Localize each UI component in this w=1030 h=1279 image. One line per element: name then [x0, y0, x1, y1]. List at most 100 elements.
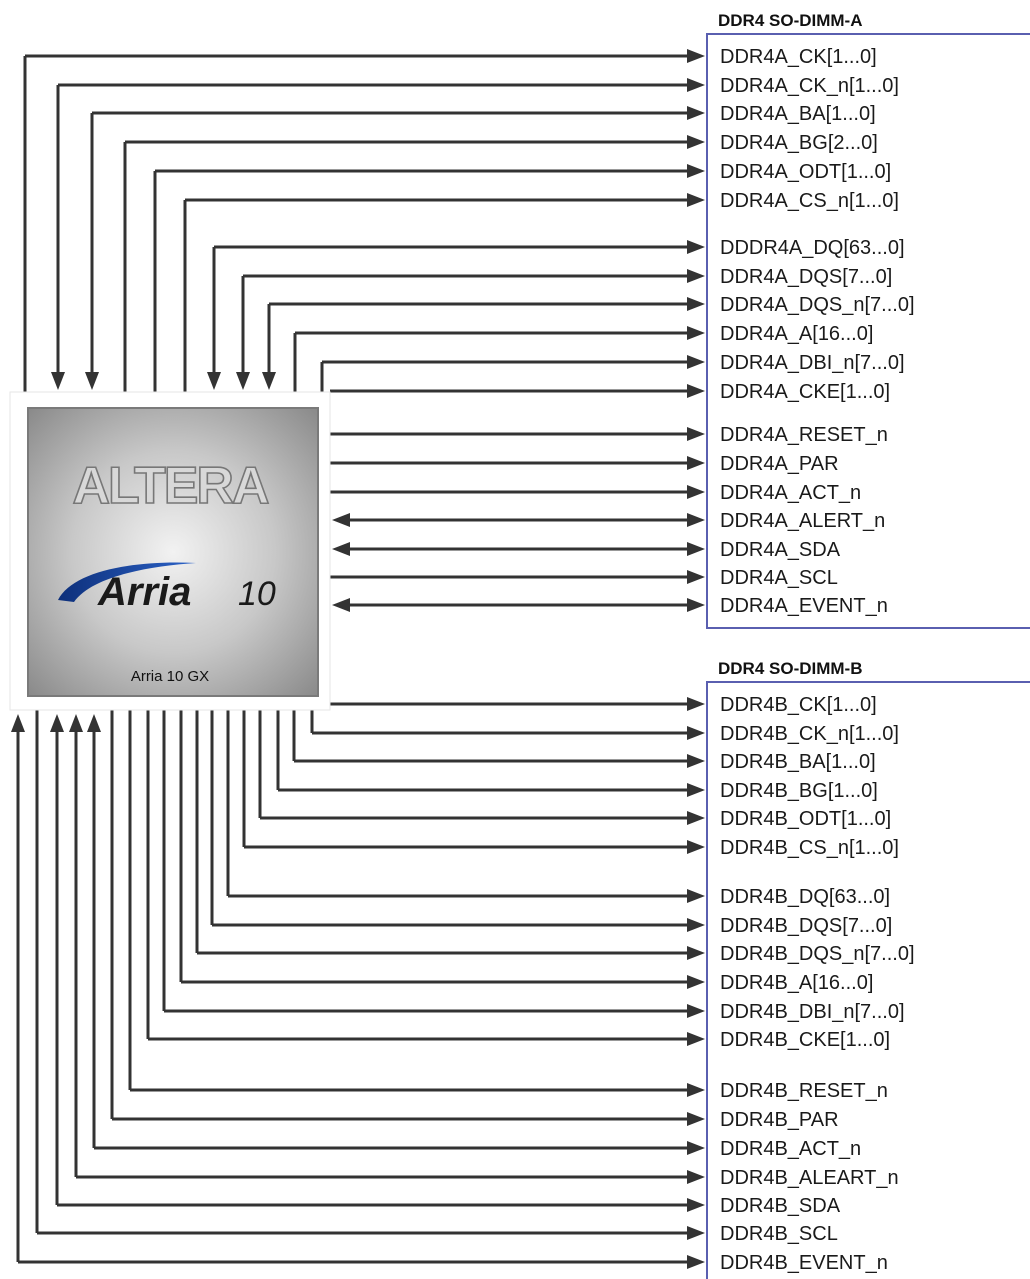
arrow-right-icon — [687, 355, 705, 369]
arrow-down-icon — [85, 372, 99, 390]
arrow-right-icon — [687, 78, 705, 92]
arrow-right-icon — [687, 49, 705, 63]
arrow-left-icon — [332, 598, 350, 612]
arrow-right-icon — [687, 946, 705, 960]
dimm_b-signal-label: DDR4B_SDA — [720, 1195, 841, 1217]
arrow-right-icon — [687, 513, 705, 527]
dimm_b-signal-label: DDR4B_CK[1...0] — [720, 694, 877, 716]
arrow-right-icon — [687, 193, 705, 207]
arrow-right-icon — [687, 1112, 705, 1126]
arrow-right-icon — [687, 840, 705, 854]
arrow-right-icon — [687, 697, 705, 711]
arrow-right-icon — [687, 456, 705, 470]
arrow-right-icon — [687, 542, 705, 556]
dimm_a-signal-label: DDDR4A_DQ[63...0] — [720, 237, 905, 259]
arrow-right-icon — [687, 598, 705, 612]
dimm_b-signal-label: DDR4B_CKE[1...0] — [720, 1029, 890, 1051]
arrow-right-icon — [687, 726, 705, 740]
arrow-left-icon — [332, 513, 350, 527]
arrow-right-icon — [687, 1141, 705, 1155]
arria-number: 10 — [238, 575, 276, 613]
dimm_b-signal-label: DDR4B_ALEART_n — [720, 1167, 899, 1189]
dimm_a-signal-label: DDR4A_EVENT_n — [720, 595, 888, 617]
arrow-right-icon — [687, 1226, 705, 1240]
dimm-b-block: DDR4 SO-DIMM-B — [706, 659, 1030, 1279]
chip-label: Arria 10 GX — [131, 668, 209, 685]
dimm_a-signal-label: DDR4A_PAR — [720, 453, 839, 475]
dimm_a-signal-label: DDR4A_ACT_n — [720, 482, 861, 504]
arrow-right-icon — [687, 427, 705, 441]
arrow-right-icon — [687, 135, 705, 149]
arrow-up-icon — [50, 714, 64, 732]
dimm_a-signal-label: DDR4A_A[16...0] — [720, 323, 873, 345]
arrow-right-icon — [687, 754, 705, 768]
arrow-right-icon — [687, 783, 705, 797]
dimm_a-signal-label: DDR4A_SCL — [720, 567, 838, 589]
dimm_a-signal-label: DDR4A_BA[1...0] — [720, 103, 876, 125]
arrow-right-icon — [687, 1032, 705, 1046]
arrow-right-icon — [687, 240, 705, 254]
arrow-down-icon — [262, 372, 276, 390]
arrow-right-icon — [687, 975, 705, 989]
dimm-b-signal-list: DDR4B_CK[1...0] DDR4B_CK_n[1...0] DDR4B_BA… — [720, 694, 915, 1274]
dimm_a-signal-label: DDR4A_ALERT_n — [720, 510, 885, 532]
dimm_b-signal-label: DDR4B_CK_n[1...0] — [720, 723, 899, 745]
arrow-right-icon — [687, 384, 705, 398]
dimm_b-signal-label: DDR4B_ACT_n — [720, 1138, 861, 1160]
dimm_a-signal-label: DDR4A_CK_n[1...0] — [720, 75, 899, 97]
dimm_a-signal-label: DDR4A_SDA — [720, 539, 841, 561]
arrow-up-icon — [69, 714, 83, 732]
dimm_a-signal-label: DDR4A_DQS[7...0] — [720, 266, 892, 288]
dimm-a-block: DDR4 SO-DIMM-A — [706, 11, 1030, 629]
dimm-a-title: DDR4 SO-DIMM-A — [718, 11, 863, 30]
dimm_a-signal-label: DDR4A_BG[2...0] — [720, 132, 878, 154]
arrow-right-icon — [687, 269, 705, 283]
dimm_b-signal-label: DDR4B_EVENT_n — [720, 1252, 888, 1274]
arrow-down-icon — [51, 372, 65, 390]
arrow-up-icon — [87, 714, 101, 732]
dimm_b-signal-label: DDR4B_DBI_n[7...0] — [720, 1001, 905, 1023]
arrow-right-icon — [687, 1255, 705, 1269]
dimm_b-signal-label: DDR4B_CS_n[1...0] — [720, 837, 899, 859]
dimm-a-signal-list: DDR4A_CK[1...0] DDR4A_CK_n[1...0] DDR4A_BA… — [720, 46, 915, 617]
dimm_b-signal-label: DDR4B_RESET_n — [720, 1080, 888, 1102]
dimm_a-signal-label: DDR4A_CK[1...0] — [720, 46, 877, 68]
dimm_b-signal-label: DDR4B_DQ[63...0] — [720, 886, 890, 908]
arrow-right-icon — [687, 570, 705, 584]
arrow-left-icon — [332, 542, 350, 556]
arrow-right-icon — [687, 918, 705, 932]
arrow-up-icon — [11, 714, 25, 732]
dimm_b-signal-label: DDR4B_BG[1...0] — [720, 780, 878, 802]
dimm_b-signal-label: DDR4B_A[16...0] — [720, 972, 873, 994]
arrow-right-icon — [687, 811, 705, 825]
arrow-down-icon — [207, 372, 221, 390]
dimm_b-signal-label: DDR4B_BA[1...0] — [720, 751, 876, 773]
dimm_a-signal-label: DDR4A_RESET_n — [720, 424, 888, 446]
signal-wires — [11, 49, 705, 1269]
dimm_a-signal-label: DDR4A_DQS_n[7...0] — [720, 294, 915, 316]
dimm-b-title: DDR4 SO-DIMM-B — [718, 659, 863, 678]
arrow-right-icon — [687, 485, 705, 499]
dimm_b-signal-label: DDR4B_SCL — [720, 1223, 838, 1245]
arrow-right-icon — [687, 1083, 705, 1097]
dimm_b-signal-label: DDR4B_ODT[1...0] — [720, 808, 891, 830]
arrow-right-icon — [687, 1198, 705, 1212]
arria-logo: Arria — [97, 570, 191, 614]
fpga-chip: ALTERA Arria 10 Arria 10 GX — [9, 391, 331, 711]
arrow-down-icon — [236, 372, 250, 390]
altera-logo: ALTERA — [72, 457, 268, 515]
dimm_a-signal-label: DDR4A_ODT[1...0] — [720, 161, 891, 183]
arrow-right-icon — [687, 106, 705, 120]
dimm_b-signal-label: DDR4B_DQS_n[7...0] — [720, 943, 915, 965]
arrow-right-icon — [687, 326, 705, 340]
dimm_b-signal-label: DDR4B_DQS[7...0] — [720, 915, 892, 937]
arrow-right-icon — [687, 889, 705, 903]
dimm_a-signal-label: DDR4A_CS_n[1...0] — [720, 190, 899, 212]
dimm_a-signal-label: DDR4A_DBI_n[7...0] — [720, 352, 905, 374]
dimm_a-signal-label: DDR4A_CKE[1...0] — [720, 381, 890, 403]
arrow-right-icon — [687, 1170, 705, 1184]
dimm_b-signal-label: DDR4B_PAR — [720, 1109, 839, 1131]
arria-swoosh-icon — [58, 562, 196, 602]
arrow-right-icon — [687, 164, 705, 178]
